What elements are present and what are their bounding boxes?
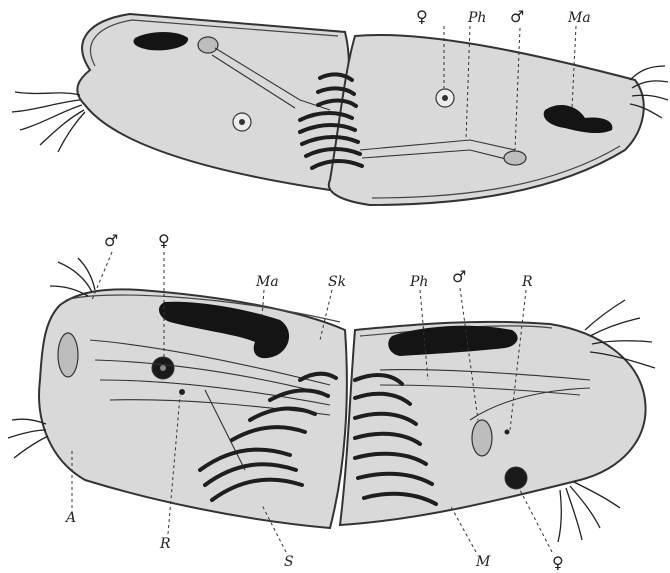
top-ma-label: Ma [567, 10, 591, 26]
top-ph-label: Ph [467, 10, 486, 26]
bottom-a-label: A [64, 510, 76, 526]
bottom-sk-label: Sk [328, 274, 346, 290]
bottom-male-right-symbol: ♂ [452, 267, 466, 286]
bottom-ph-label: Ph [409, 274, 428, 290]
bottom-ma-label: Ma [255, 274, 279, 290]
bottom-r-right-label: R [521, 274, 533, 290]
top-female-symbol: ♀ [416, 7, 428, 26]
bottom-m-label: M [475, 554, 491, 570]
bottom-female-left-symbol: ♀ [158, 231, 170, 250]
bottom-s-label: S [284, 554, 294, 570]
bottom-male-left-symbol: ♂ [104, 231, 118, 250]
bottom-female-bottom-symbol: ♀ [552, 553, 564, 572]
bottom-r-left-label: R [159, 536, 171, 552]
top-male-symbol: ♂ [510, 7, 524, 26]
